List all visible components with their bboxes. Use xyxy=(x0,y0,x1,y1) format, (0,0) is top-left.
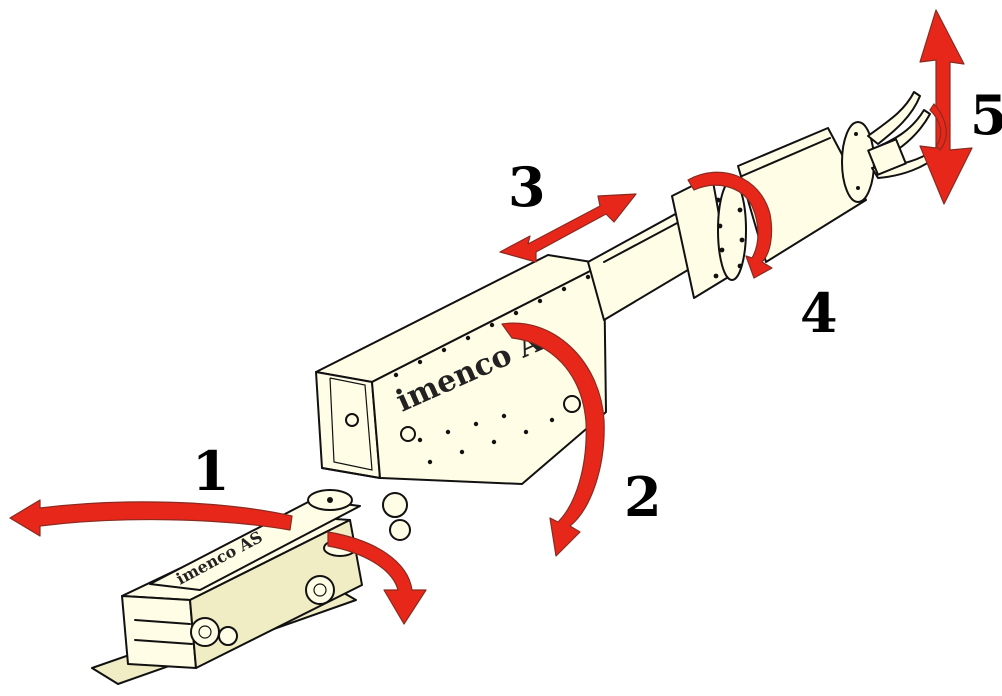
wrist-rail xyxy=(149,499,361,591)
jaw-block-front xyxy=(121,595,197,669)
label-4: 4 xyxy=(800,281,838,345)
label-2: 2 xyxy=(624,465,662,529)
motion-arrow-3 xyxy=(499,193,637,263)
motion-arrow-5b xyxy=(929,103,947,151)
label-3: 3 xyxy=(508,155,546,219)
label-5: 5 xyxy=(970,83,1002,147)
label-1: 1 xyxy=(192,439,230,503)
main-housing: imenco A xyxy=(315,254,607,485)
motion-arrow-2 xyxy=(501,322,605,557)
motion-arrow-5 xyxy=(919,9,973,205)
motion-arrow-1 xyxy=(9,499,293,537)
motion-arrow-1b xyxy=(327,531,427,625)
motion-arrow-4 xyxy=(687,171,773,279)
housing-bolts xyxy=(393,274,591,465)
gripper-fingers xyxy=(867,91,941,179)
housing-side-face xyxy=(371,263,607,485)
swivel-flange xyxy=(671,175,747,299)
